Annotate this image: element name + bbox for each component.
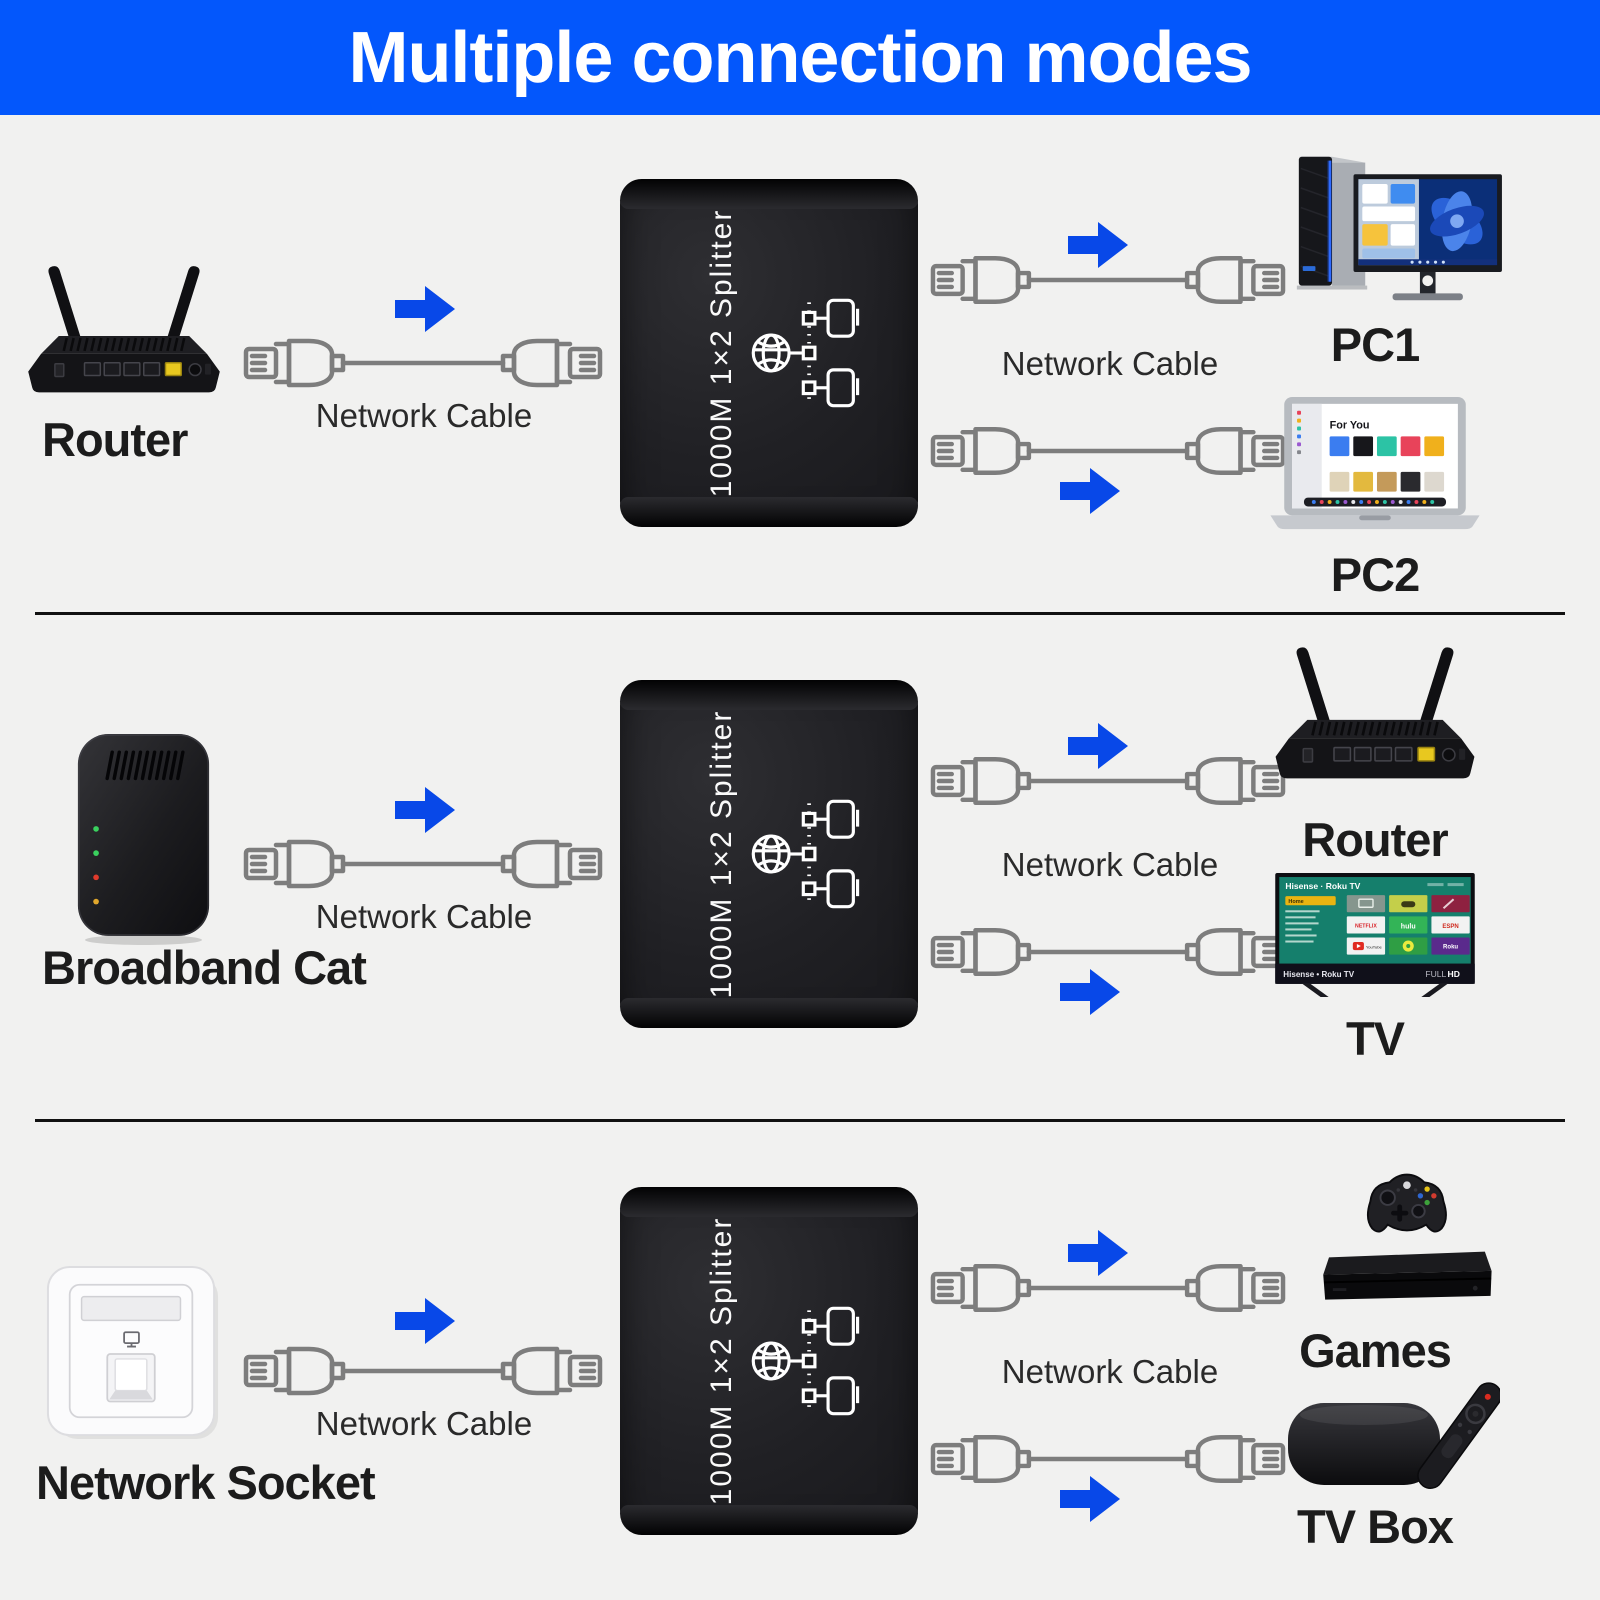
source-device-label: Router xyxy=(42,413,188,466)
arrow-right-icon xyxy=(393,283,457,335)
connection-row-modem-to-router-tv: Broadband Cat Network Cable 1000M 1×2 Sp… xyxy=(0,616,1600,1120)
output-device-tv: Hisense · Roku TV Home NETFLIX xyxy=(1222,872,1528,1066)
output-device-label: Games xyxy=(1299,1324,1452,1377)
splitter-device: 1000M 1×2 Splitter xyxy=(620,1187,918,1535)
network-cable-label: Network Cable xyxy=(315,898,533,935)
tv-app-hulu: hulu xyxy=(1401,923,1416,930)
source-device-label: Broadband Cat xyxy=(42,941,367,994)
tv-bezel-brand: Hisense • Roku TV xyxy=(1283,970,1354,979)
laptop-screen-heading: For You xyxy=(1330,420,1370,432)
splitter-bottom-edge xyxy=(620,998,918,1028)
output-device-label: TV Box xyxy=(1297,1500,1454,1553)
desktop-pc-image xyxy=(1296,156,1502,301)
splitter-device: 1000M 1×2 Splitter xyxy=(620,680,918,1028)
output-device-games: Games xyxy=(1222,1165,1528,1378)
splitter-label: 1000M 1×2 Splitter xyxy=(705,208,738,498)
splitter-label: 1000M 1×2 Splitter xyxy=(705,1216,738,1506)
page-header: Multiple connection modes xyxy=(0,0,1600,115)
splitter-network-icon xyxy=(748,795,866,913)
arrow-right-icon xyxy=(1058,1473,1122,1525)
tv-app-espn: ESPN xyxy=(1442,924,1458,930)
network-cable-label: Network Cable xyxy=(315,1405,533,1442)
tv-app-youtube: YouTube xyxy=(1366,945,1383,950)
output-device-pc1: PC1 xyxy=(1222,145,1528,372)
page-title: Multiple connection modes xyxy=(348,17,1252,98)
connection-row-router-to-pcs: Router Network Cable 1000M 1×2 Splitter … xyxy=(0,115,1600,613)
laptop-image: For You xyxy=(1270,396,1480,530)
source-device-label: Network Socket xyxy=(36,1456,376,1509)
output-device-label: PC1 xyxy=(1330,318,1420,371)
router-image xyxy=(25,261,223,419)
output-device-pc2: For You xyxy=(1222,393,1528,602)
network-cable-icon xyxy=(243,832,603,896)
splitter-device: 1000M 1×2 Splitter xyxy=(620,179,918,527)
arrow-right-icon xyxy=(1058,966,1122,1018)
broadband-modem-image xyxy=(77,734,210,945)
tv-app-netflix: NETFLIX xyxy=(1355,923,1377,929)
row-divider xyxy=(35,612,1565,615)
network-cable-label: Network Cable xyxy=(1001,345,1219,382)
output-device-router: Router xyxy=(1222,642,1528,867)
network-cable-label: Network Cable xyxy=(1001,846,1219,883)
arrow-right-icon xyxy=(393,784,457,836)
output-device-label: Router xyxy=(1302,813,1448,866)
row-divider xyxy=(35,1119,1565,1122)
splitter-top-edge xyxy=(620,1187,918,1217)
splitter-top-edge xyxy=(620,680,918,710)
smart-tv-image: Hisense · Roku TV Home NETFLIX xyxy=(1275,873,1475,997)
arrow-right-icon xyxy=(1058,465,1122,517)
output-device-label: TV xyxy=(1345,1012,1405,1065)
tv-bezel-full: FULL xyxy=(1425,969,1446,979)
splitter-network-icon xyxy=(748,1302,866,1420)
wall-socket-image xyxy=(46,1265,219,1440)
connection-row-socket-to-games-tvbox: Network Socket Network Cable 1000M 1×2 S… xyxy=(0,1123,1600,1600)
splitter-label: 1000M 1×2 Splitter xyxy=(705,709,738,999)
tv-box-image xyxy=(1288,1382,1500,1489)
output-device-label: PC2 xyxy=(1330,548,1420,601)
network-cable-icon xyxy=(243,1339,603,1403)
splitter-bottom-edge xyxy=(620,1505,918,1535)
network-cable-label: Network Cable xyxy=(1001,1353,1219,1390)
network-cable-label: Network Cable xyxy=(315,397,533,434)
tv-app-roku: Roku xyxy=(1443,945,1458,951)
splitter-top-edge xyxy=(620,179,918,209)
splitter-network-icon xyxy=(748,294,866,412)
tv-menu-item: Home xyxy=(1288,899,1303,905)
network-cable-icon xyxy=(243,331,603,395)
splitter-bottom-edge xyxy=(620,497,918,527)
output-device-tvbox: TV Box xyxy=(1222,1381,1528,1554)
game-console-image xyxy=(1323,1173,1492,1300)
tv-bezel-hd: HD xyxy=(1448,969,1460,979)
tv-screen-brand: Hisense · Roku TV xyxy=(1285,881,1360,891)
router-image xyxy=(1272,642,1478,806)
